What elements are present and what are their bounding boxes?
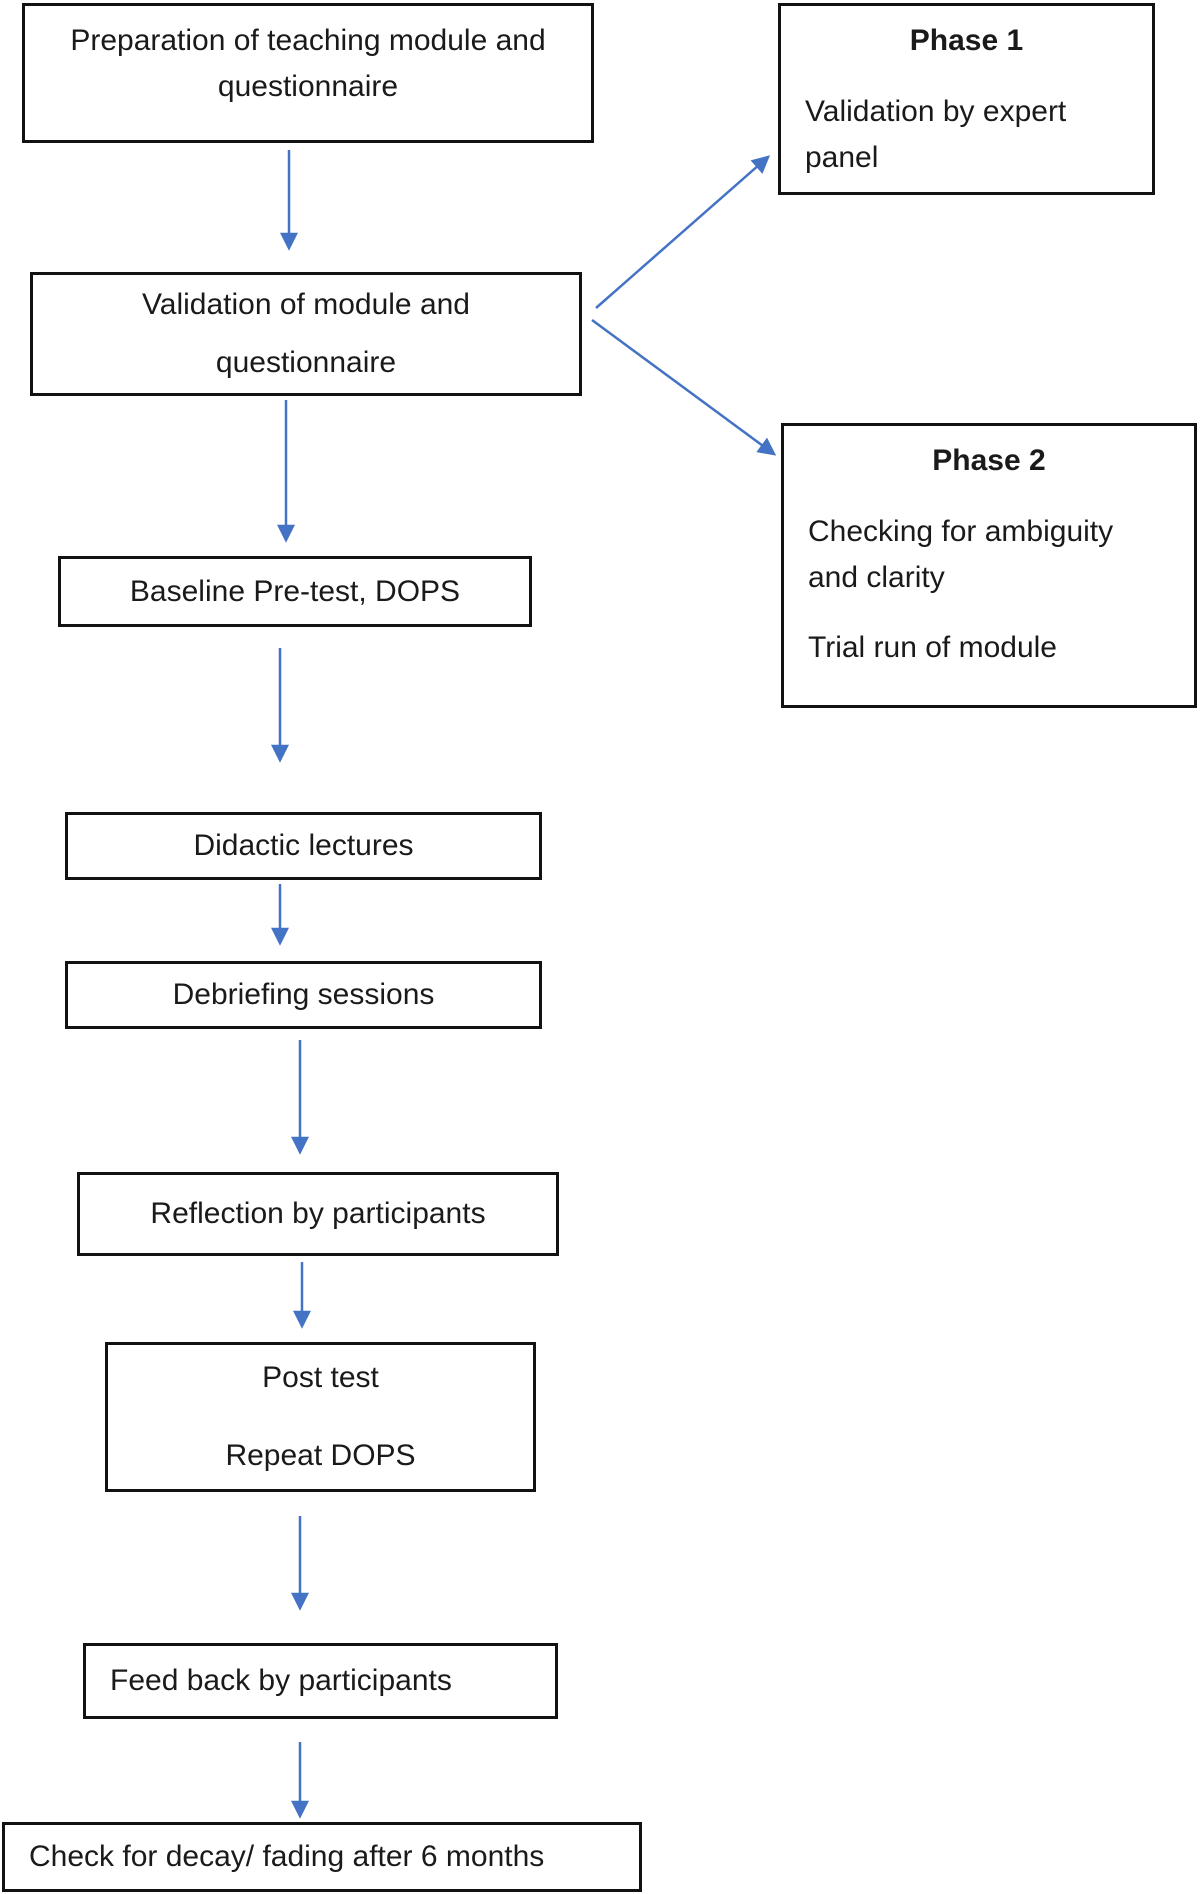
node-debriefing-sessions: Debriefing sessions [65,961,542,1029]
node-phase2: Phase 2 Checking for ambiguity and clari… [781,423,1197,708]
node-label-line: Preparation of teaching module and [70,24,546,57]
node-label-line: Feed back by participants [110,1664,452,1697]
node-label-line: panel [805,141,879,174]
node-label-line: and clarity [808,561,945,594]
node-reflection: Reflection by participants [77,1172,559,1256]
node-feedback: Feed back by participants [83,1643,558,1719]
arrow-validation-to-phase1 [595,155,771,309]
node-label-line: Checking for ambiguity [808,515,1114,548]
node-label-line: Baseline Pre-test, DOPS [129,574,461,608]
node-posttest: Post test Repeat DOPS [105,1342,536,1492]
arrow-validation-to-phase2 [591,318,777,456]
node-label-line: Trial run of module [808,631,1057,664]
node-label-line: Validation by expert [805,95,1067,128]
node-label-line: Debriefing sessions [172,978,435,1011]
node-label-line: Repeat DOPS [225,1439,416,1472]
node-label-line: Check for decay/ fading after 6 months [29,1840,545,1873]
node-baseline-pretest: Baseline Pre-test, DOPS [58,556,532,627]
node-phase1: Phase 1 Validation by expert panel [778,3,1155,195]
node-didactic-lectures: Didactic lectures [65,812,542,880]
node-label-line: Validation of module and [141,288,470,321]
phase1-title: Phase 1 [909,24,1024,57]
node-decay-check: Check for decay/ fading after 6 months [2,1822,642,1892]
node-validation: Validation of module and questionnaire [30,272,582,396]
node-label-line: Reflection by participants [150,1197,486,1230]
node-label-line: Post test [262,1361,379,1394]
node-label-line: Didactic lectures [193,829,414,862]
node-label-line: questionnaire [217,70,399,103]
node-preparation: Preparation of teaching module and quest… [22,3,594,143]
node-label-line: questionnaire [215,346,397,379]
phase2-title: Phase 2 [932,444,1046,477]
